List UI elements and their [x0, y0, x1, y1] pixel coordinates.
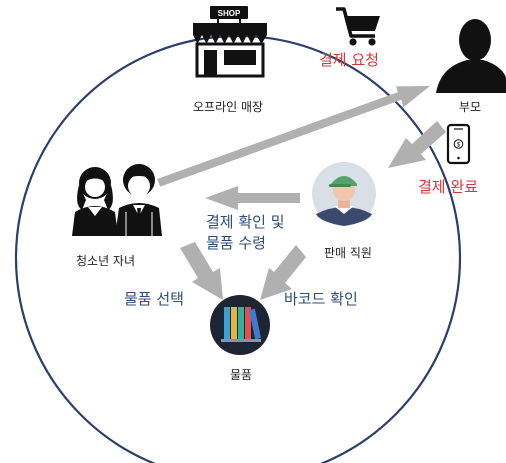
ecosystem-circle — [14, 34, 462, 463]
store-label: 오프라인 매장 — [193, 100, 264, 114]
clerk-avatar-icon — [312, 162, 376, 226]
books-icon — [210, 295, 270, 355]
storefront-icon: SHOP — [193, 6, 267, 78]
item-label: 물품 — [230, 368, 253, 382]
teen-label: 청소년 자녀 — [76, 254, 136, 268]
payment-confirm-label-line1: 결제 확인 및 — [206, 213, 285, 231]
arrow-teen-to-item — [180, 242, 223, 300]
person-silhouette-icon — [436, 19, 506, 93]
payment-request-label: 결제 요청 — [319, 51, 379, 69]
shop-sign-text: SHOP — [218, 9, 241, 18]
shopping-cart-icon — [336, 7, 380, 46]
barcode-check-label: 바코드 확인 — [284, 290, 358, 308]
arrow-teen-to-parent — [157, 86, 430, 187]
item-select-label: 물품 선택 — [124, 290, 184, 308]
parent-label: 부모 — [459, 100, 482, 114]
payment-complete-label: 결제 완료 — [418, 178, 478, 196]
payment-confirm-label-line2: 물품 수령 — [206, 234, 266, 252]
teen-children-icon — [72, 164, 162, 236]
arrow-clerk-to-item — [260, 245, 306, 300]
clerk-label: 판매 직원 — [324, 246, 372, 260]
arrow-clerk-to-teen — [205, 186, 300, 210]
smartphone-payment-icon: $ — [446, 123, 471, 165]
arrow-parent-to-clerk — [388, 121, 446, 168]
svg-text:$: $ — [457, 143, 461, 149]
